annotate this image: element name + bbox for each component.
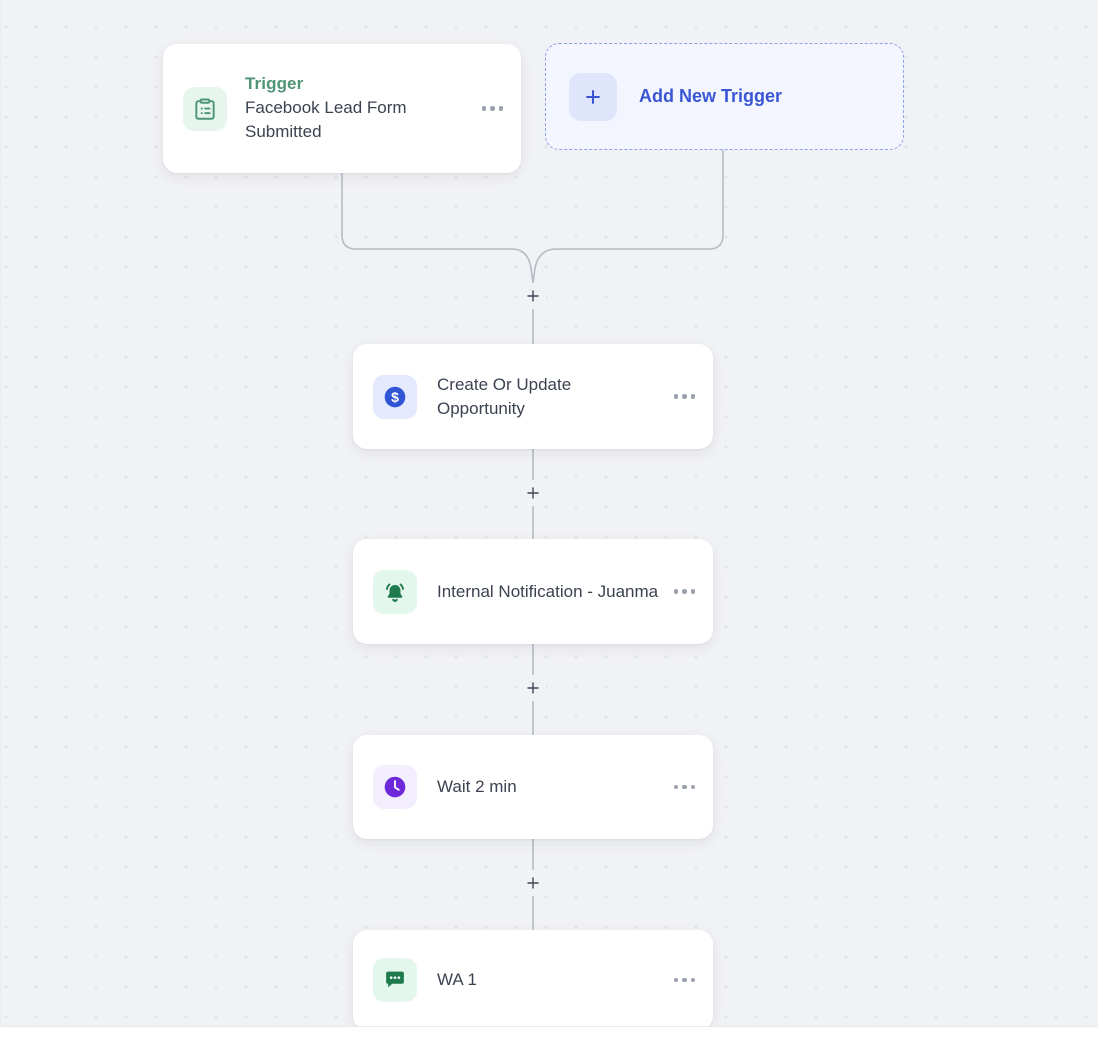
trigger-kicker: Trigger [245, 73, 304, 93]
dollar-circle-icon: $ [373, 374, 417, 419]
add-step-button-2[interactable] [520, 480, 546, 506]
action-card-wa-1[interactable]: WA 1 [353, 930, 713, 1030]
trigger-title: Facebook Lead Form Submitted [245, 97, 407, 141]
canvas-left-rail [0, 0, 2, 1026]
trigger-card[interactable]: Trigger Facebook Lead Form Submitted [163, 44, 521, 173]
action-card-menu-button[interactable] [664, 977, 695, 983]
clipboard-list-icon [183, 86, 227, 131]
action-card-menu-button[interactable] [664, 784, 695, 790]
add-new-trigger-button[interactable]: Add New Trigger [545, 43, 904, 150]
action-card-create-or-update-opportunity[interactable]: $ Create Or Update Opportunity [353, 344, 713, 449]
plus-icon [569, 72, 617, 121]
add-step-button-4[interactable] [520, 870, 546, 896]
bell-icon [373, 569, 417, 614]
add-step-button-3[interactable] [520, 675, 546, 701]
add-new-trigger-label: Add New Trigger [639, 86, 783, 106]
bottom-bar [0, 1026, 1098, 1040]
action-title: Create Or Update Opportunity [437, 374, 572, 418]
action-title: WA 1 [437, 970, 477, 989]
action-card-menu-button[interactable] [664, 394, 695, 399]
chat-bubble-icon [373, 958, 417, 1002]
action-card-menu-button[interactable] [664, 589, 695, 594]
action-title: Internal Notification - Juanma [437, 581, 659, 601]
action-card-wait[interactable]: Wait 2 min [353, 735, 713, 839]
add-step-button-1[interactable] [520, 283, 546, 309]
action-card-internal-notification[interactable]: Internal Notification - Juanma [353, 539, 713, 644]
svg-text:$: $ [391, 389, 399, 405]
action-title: Wait 2 min [437, 777, 517, 796]
trigger-card-menu-button[interactable] [472, 106, 503, 111]
clock-icon [373, 765, 417, 809]
